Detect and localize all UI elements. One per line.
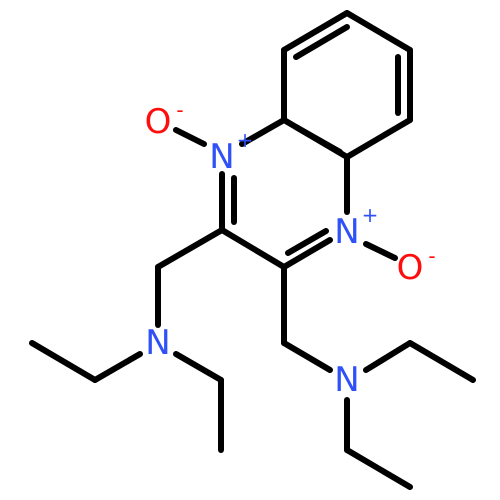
atom-o4-charge: - — [428, 244, 435, 268]
bond-c2-ch2a — [155, 227, 225, 270]
bond-nb-ethyl1-c2 — [407, 340, 476, 383]
bond-ch2b-nb — [281, 340, 333, 373]
atom-na-label: N — [145, 323, 170, 363]
bond-c4a-c5 — [344, 117, 413, 160]
atom-o4-label: O — [397, 248, 424, 288]
bond-c8a-n1 — [239, 117, 287, 147]
atom-nb-label: N — [334, 360, 359, 400]
bond-n4-o4 — [363, 241, 398, 261]
bond-nb-ethyl1-c1 — [363, 340, 413, 373]
atom-o1-label: O — [145, 102, 172, 142]
atom-n4-charge: + — [362, 203, 379, 227]
bond-c7-c8-inner — [293, 24, 350, 60]
bond-c2-c3 — [219, 227, 287, 270]
bond-c6-c7 — [344, 10, 413, 53]
bond-na-ethyl1-c2 — [29, 340, 98, 383]
bond-n1-o1 — [173, 127, 207, 147]
atom-n4-label: N — [334, 212, 359, 252]
bond-c7-c8 — [281, 10, 350, 53]
bond-c8a-c4a-inner — [293, 124, 343, 155]
bond-c3-n4-double — [285, 228, 329, 256]
bond-na-ethyl1-c1 — [92, 351, 143, 383]
bond-c3-n4 — [281, 237, 333, 270]
atom-o1-charge: - — [176, 98, 183, 122]
bond-na-ethyl2-c1 — [173, 351, 224, 383]
atom-n1-charge: + — [237, 128, 254, 152]
atom-n1-label: N — [209, 137, 234, 177]
bond-nb-ethyl2-c2 — [344, 447, 413, 490]
